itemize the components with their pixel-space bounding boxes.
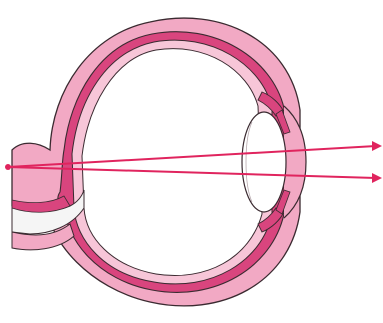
cornea	[284, 106, 306, 218]
ray-upper-arrowhead	[372, 141, 382, 151]
focal-point-marker	[5, 164, 11, 170]
lens	[242, 112, 286, 212]
ray-lower-arrowhead	[372, 173, 382, 183]
